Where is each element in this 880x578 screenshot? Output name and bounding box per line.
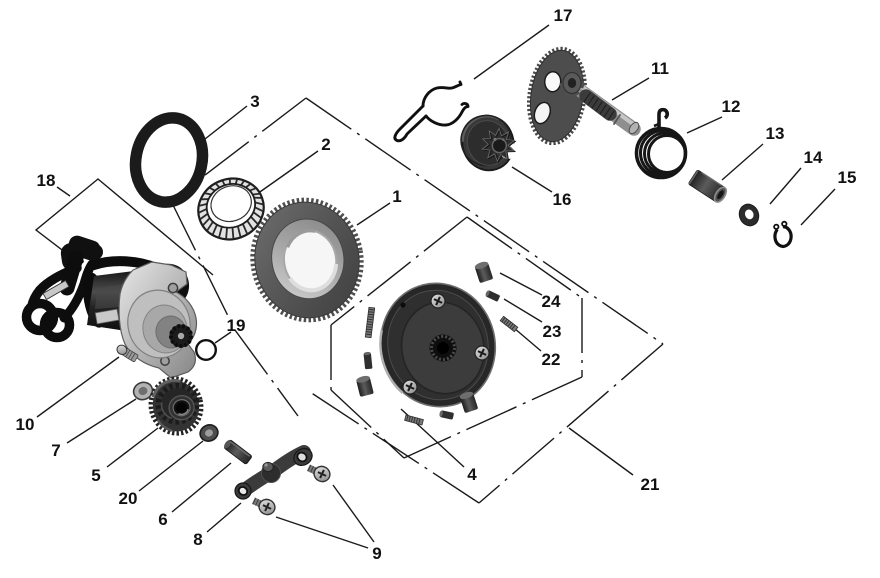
svg-text:7: 7	[51, 441, 60, 460]
svg-text:19: 19	[227, 316, 246, 335]
svg-text:4: 4	[467, 465, 477, 484]
svg-text:15: 15	[838, 168, 857, 187]
svg-text:23: 23	[543, 322, 562, 341]
svg-text:6: 6	[158, 510, 167, 529]
svg-text:3: 3	[250, 92, 259, 111]
svg-text:2: 2	[321, 135, 330, 154]
svg-text:21: 21	[641, 475, 660, 494]
svg-text:10: 10	[16, 415, 35, 434]
svg-text:22: 22	[542, 350, 561, 369]
svg-text:9: 9	[372, 544, 381, 563]
svg-text:14: 14	[804, 148, 823, 167]
svg-text:17: 17	[554, 6, 573, 25]
svg-text:8: 8	[193, 530, 202, 549]
svg-text:12: 12	[722, 97, 741, 116]
svg-text:20: 20	[119, 489, 138, 508]
svg-text:1: 1	[392, 187, 401, 206]
svg-text:11: 11	[651, 59, 669, 78]
svg-text:5: 5	[91, 466, 100, 485]
svg-text:24: 24	[542, 292, 561, 311]
svg-text:16: 16	[553, 190, 572, 209]
svg-text:18: 18	[37, 171, 56, 190]
svg-text:13: 13	[766, 124, 785, 143]
